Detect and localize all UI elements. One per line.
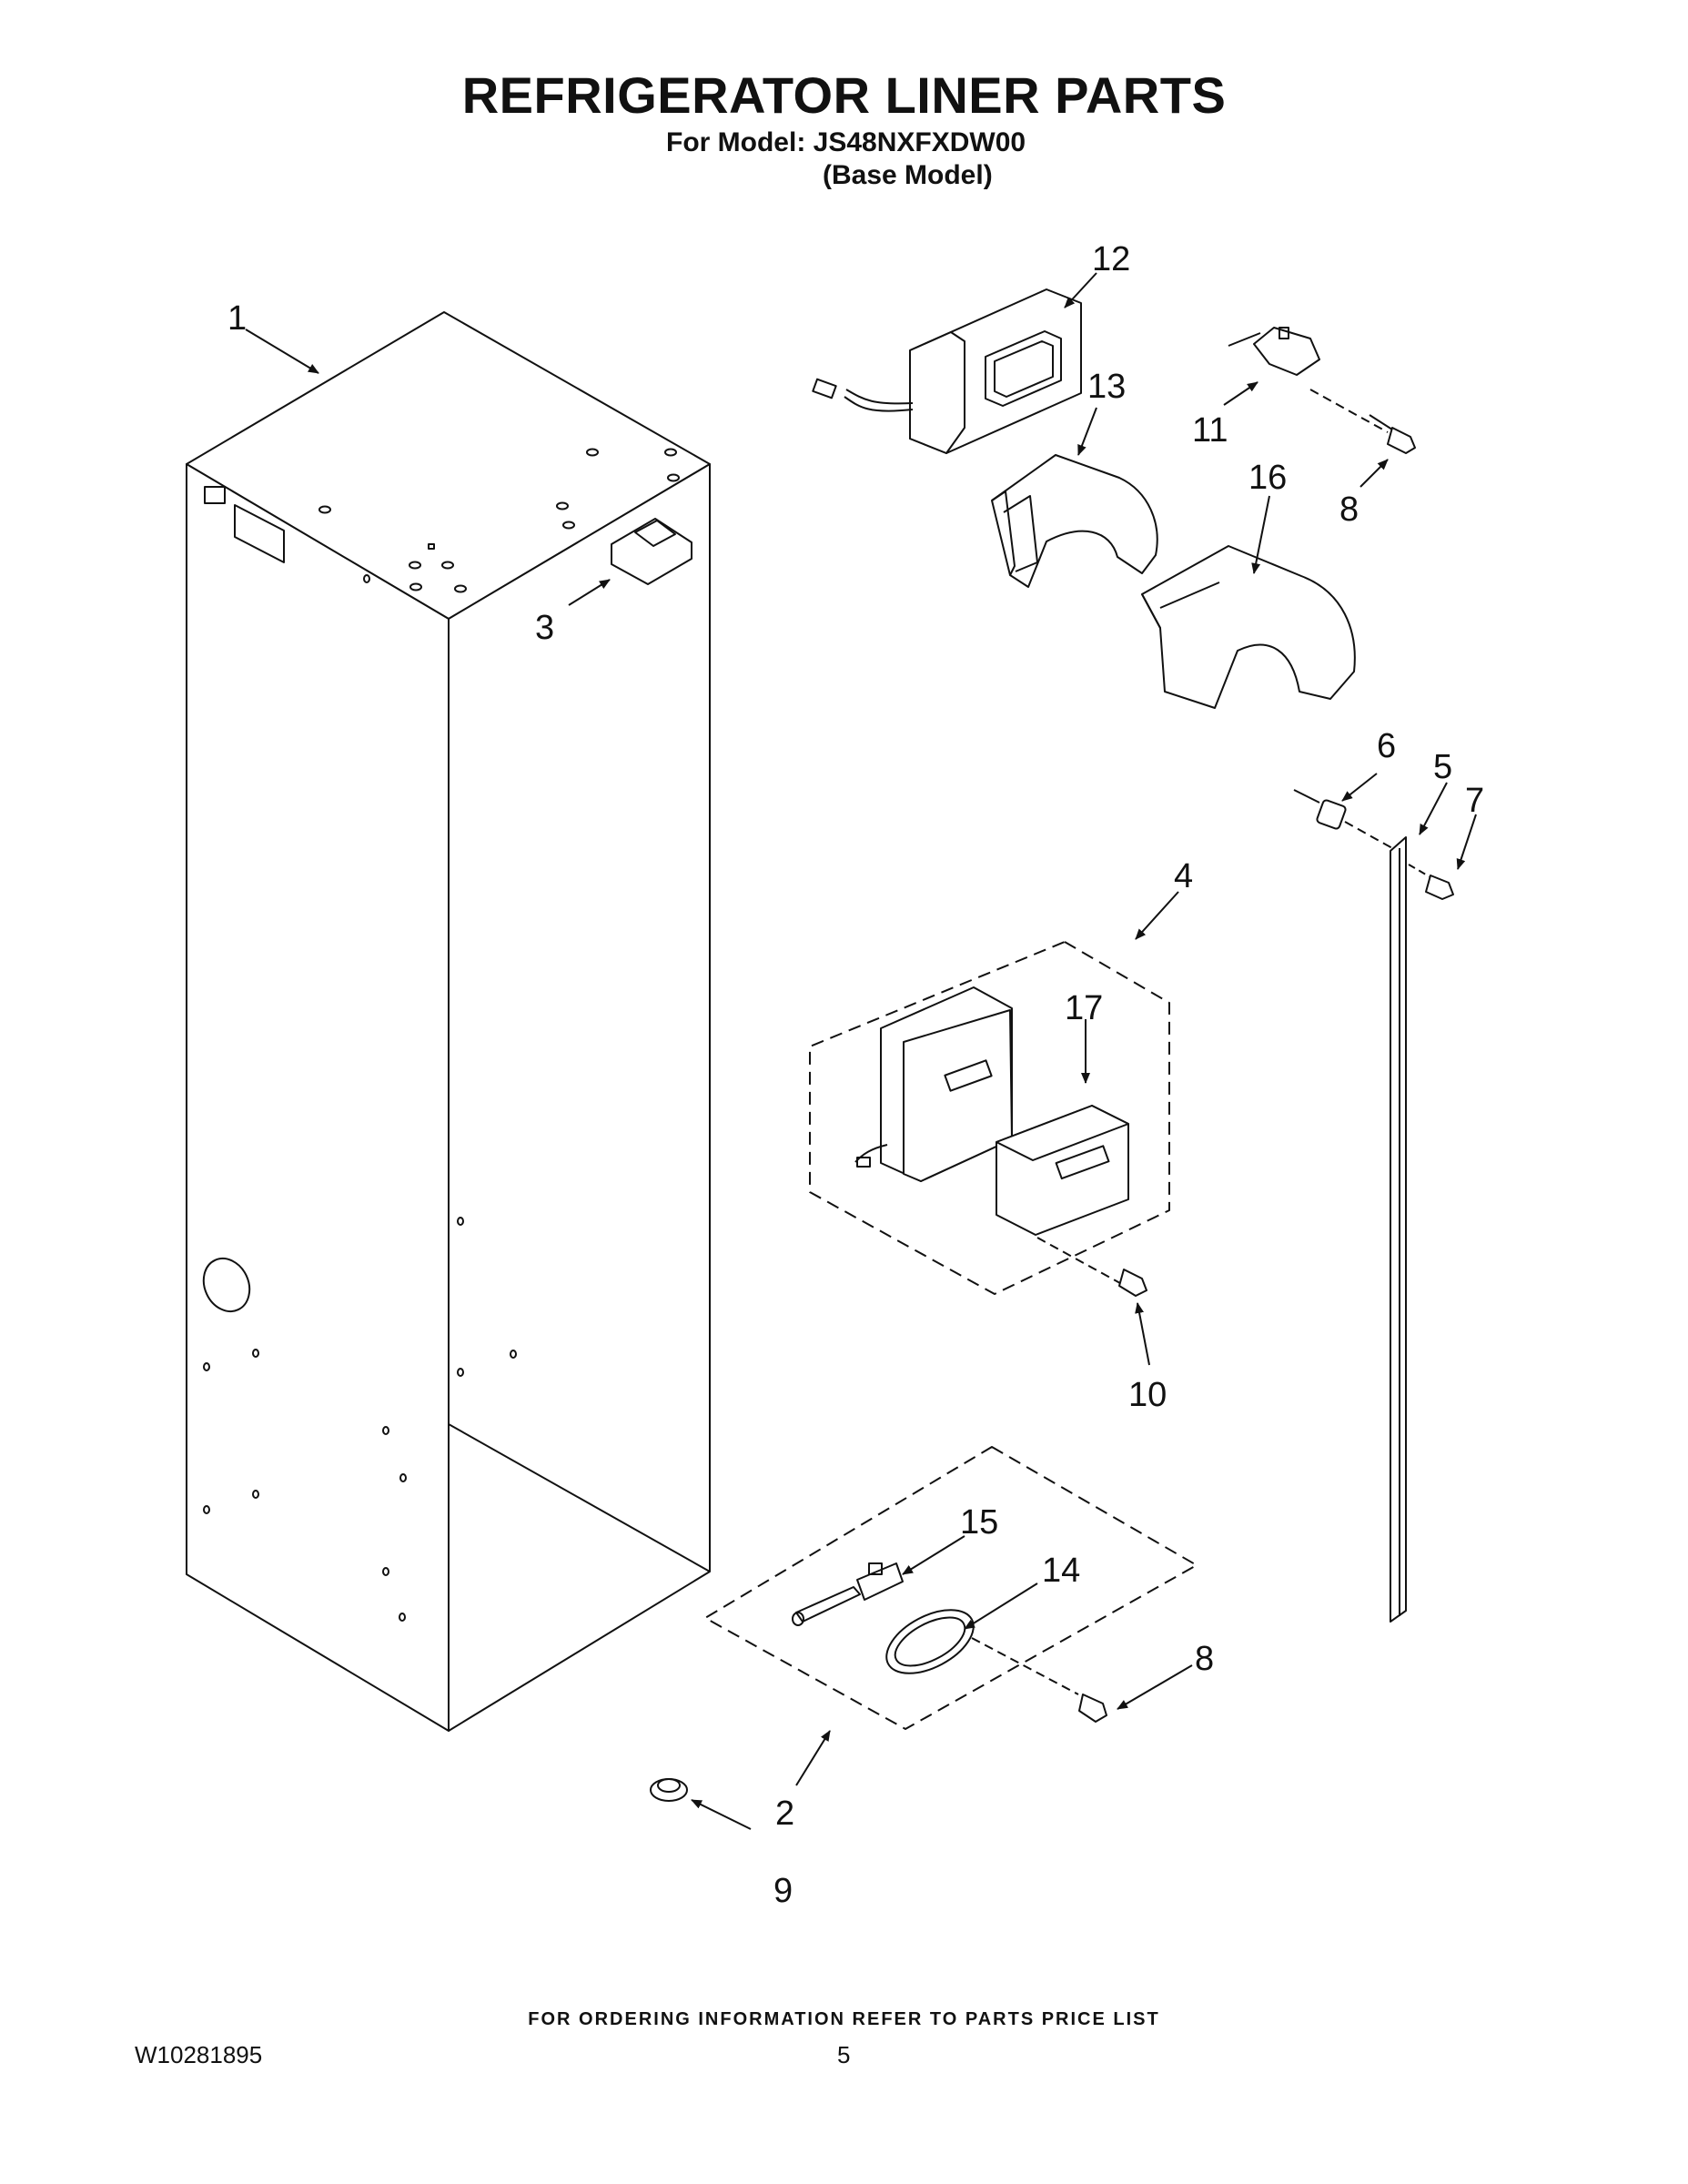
rail-clip-part-6 <box>1293 789 1393 849</box>
sensor-part-15 <box>792 1562 904 1626</box>
light-cover-part-16 <box>1141 545 1356 709</box>
screw-part-8-upper <box>1369 414 1416 454</box>
callout-9: 9 <box>773 1872 793 1910</box>
screw-part-10 <box>1118 1269 1147 1297</box>
callout-5: 5 <box>1433 748 1452 786</box>
callout-17: 17 <box>1065 989 1103 1027</box>
callout-4: 4 <box>1174 857 1193 895</box>
screw-part-8-lower <box>1078 1694 1107 1723</box>
page-title: REFRIGERATOR LINER PARTS <box>461 66 1227 124</box>
callout-13: 13 <box>1087 368 1126 406</box>
callout-1: 1 <box>227 299 247 338</box>
callout-8-upper: 8 <box>1339 490 1359 529</box>
light-cover-part-13 <box>991 454 1158 588</box>
shelf-rail-part-5 <box>1390 836 1407 1623</box>
light-cover-part-17 <box>996 1105 1129 1289</box>
callout-6: 6 <box>1377 727 1396 765</box>
callout-7: 7 <box>1465 782 1484 820</box>
document-number: W10281895 <box>135 2041 263 2068</box>
page-number: 5 <box>837 2041 851 2068</box>
callout-10: 10 <box>1128 1376 1167 1414</box>
callout-arrows <box>245 272 1477 1830</box>
light-housing-part-12 <box>812 288 1082 454</box>
base-model-label: (Base Model) <box>823 160 993 190</box>
callout-14: 14 <box>1042 1552 1080 1590</box>
callout-2: 2 <box>775 1795 794 1833</box>
model-line: For Model: JS48NXFXDW00 <box>666 127 1026 157</box>
callout-11: 11 <box>1192 411 1228 450</box>
callout-15: 15 <box>960 1503 998 1542</box>
callout-3: 3 <box>535 609 554 647</box>
light-assembly-part-4 <box>809 941 1170 1295</box>
liner-cabinet-part-1 <box>186 311 711 1732</box>
control-assembly-part-2 <box>704 1446 1198 1730</box>
callout-numbers: 1 2 3 4 5 6 7 8 8 9 10 11 12 13 14 15 16… <box>227 240 1484 1910</box>
callout-12: 12 <box>1092 240 1130 278</box>
callout-16: 16 <box>1248 459 1287 497</box>
plug-part-9 <box>650 1778 688 1802</box>
screw-part-7 <box>1408 864 1454 900</box>
bracket-part-11 <box>1228 327 1389 433</box>
callout-8-lower: 8 <box>1195 1640 1214 1678</box>
ordering-info-note: FOR ORDERING INFORMATION REFER TO PARTS … <box>528 2009 1160 2029</box>
